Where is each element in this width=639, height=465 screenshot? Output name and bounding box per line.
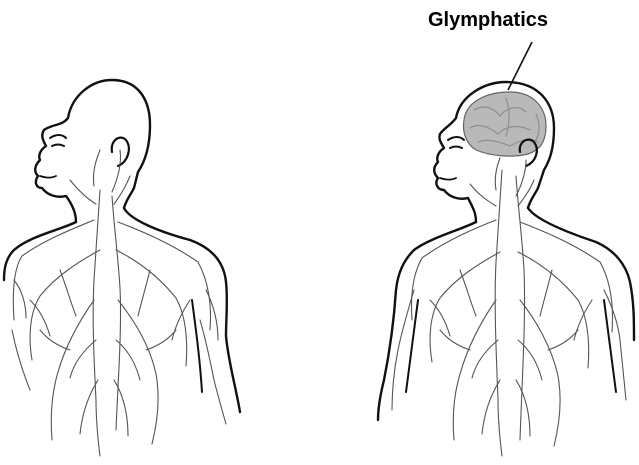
left-lymph-vessels — [12, 150, 226, 456]
right-lymph-vessels — [392, 158, 626, 456]
left-mouth — [40, 176, 56, 178]
glymphatics-label: Glymphatics — [408, 8, 568, 32]
right-body-figure — [378, 82, 634, 456]
left-eye — [50, 135, 66, 146]
brain-region — [464, 92, 547, 156]
right-eye — [448, 137, 464, 148]
left-head-outline — [35, 80, 150, 222]
right-mouth — [440, 178, 456, 180]
left-arm-line — [192, 300, 202, 392]
left-body-figure — [4, 80, 240, 456]
left-torso-outline — [4, 208, 240, 412]
